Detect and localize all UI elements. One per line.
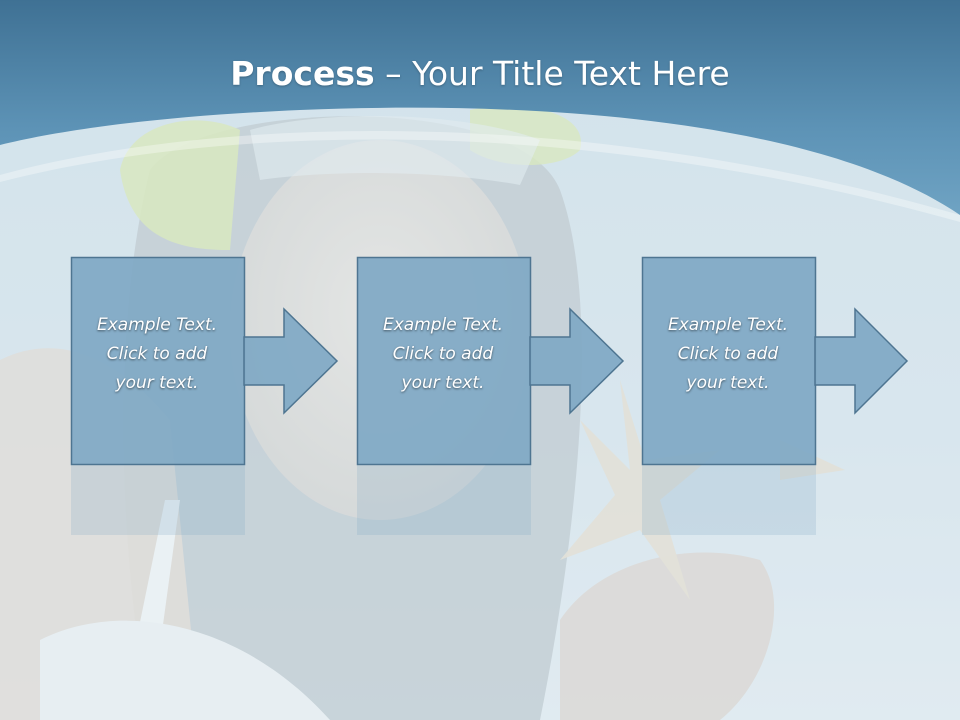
step-2-reflection — [357, 465, 531, 535]
process-step-2[interactable]: Example Text. Click to add your text. — [356, 256, 625, 466]
process-step-3[interactable]: Example Text. Click to add your text. — [641, 256, 909, 466]
step-2-line-2: Click to add — [392, 344, 494, 364]
step-1-line-3: your text. — [115, 373, 199, 393]
step-3-reflection — [642, 465, 816, 535]
step-1-line-2: Click to add — [106, 344, 208, 364]
step-3-text: Example Text. Click to add your text. — [648, 311, 808, 398]
step-2-line-3: your text. — [401, 373, 485, 393]
step-3-line-3: your text. — [686, 373, 770, 393]
step-2-line-1: Example Text. — [382, 315, 504, 335]
step-3-shape — [641, 256, 909, 466]
title-rest: Your Title Text Here — [412, 54, 730, 93]
step-1-reflection — [71, 465, 245, 535]
step-1-text: Example Text. Click to add your text. — [77, 311, 237, 398]
title-separator: – — [374, 54, 413, 93]
step-1-line-1: Example Text. — [96, 315, 218, 335]
step-3-line-1: Example Text. — [667, 315, 789, 335]
step-3-line-2: Click to add — [677, 344, 779, 364]
slide-title[interactable]: Process – Your Title Text Here — [0, 52, 960, 96]
step-2-text: Example Text. Click to add your text. — [363, 311, 523, 398]
step-1-shape — [70, 256, 339, 466]
title-bold: Process — [230, 54, 375, 93]
process-step-1[interactable]: Example Text. Click to add your text. — [70, 256, 339, 466]
step-2-shape — [356, 256, 625, 466]
